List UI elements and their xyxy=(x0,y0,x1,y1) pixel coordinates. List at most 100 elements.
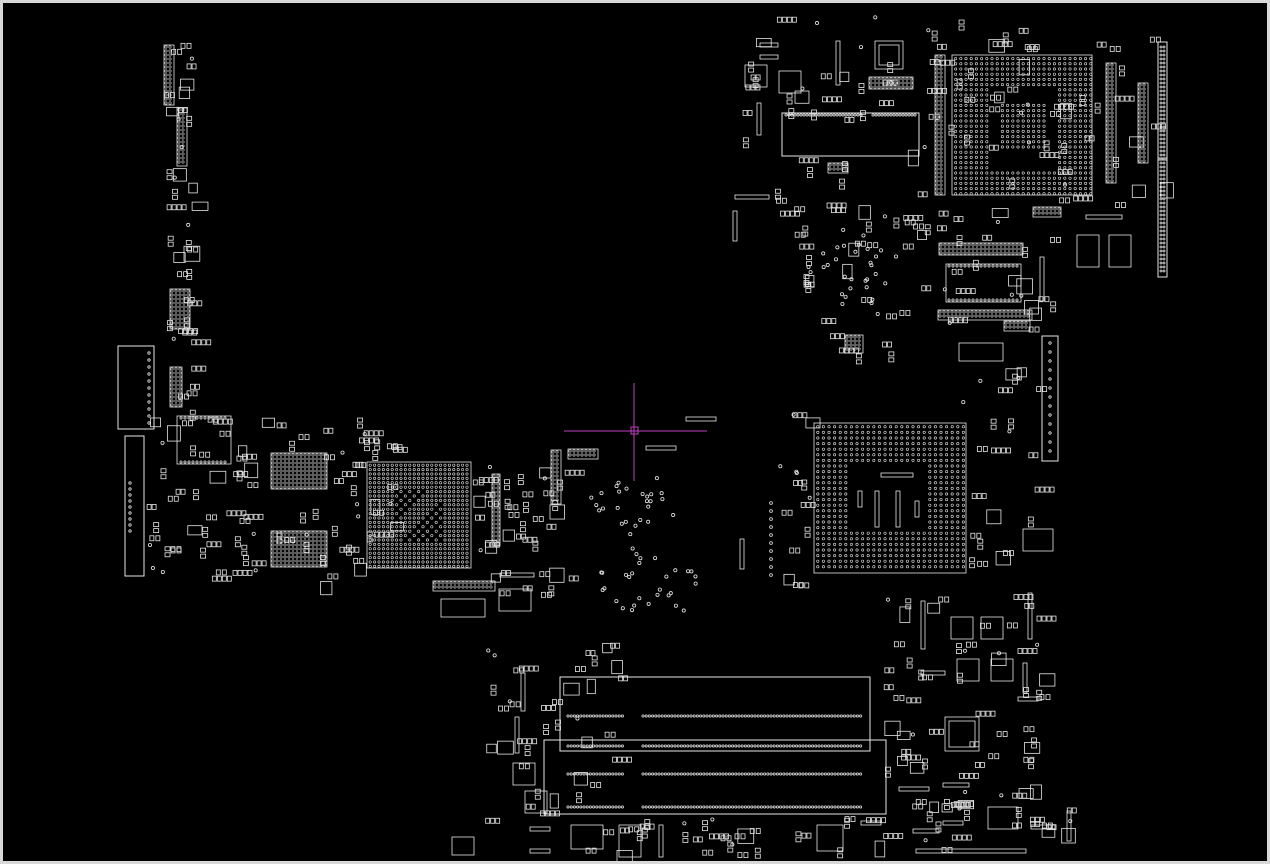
memory-pins xyxy=(804,772,808,776)
smd-array xyxy=(980,762,985,768)
smd-component xyxy=(1015,813,1022,818)
test-via xyxy=(1025,102,1030,107)
connector-pin xyxy=(128,529,132,533)
test-via xyxy=(492,653,497,658)
memory-pins xyxy=(769,714,773,718)
via xyxy=(640,491,645,496)
southbridge-bga-pads xyxy=(368,463,469,568)
memory-pins xyxy=(676,772,680,776)
test-via xyxy=(963,790,968,795)
smd-array xyxy=(501,570,506,576)
memory-pins xyxy=(592,714,596,718)
smd-component xyxy=(552,506,559,511)
top-left-header-pads xyxy=(164,45,172,105)
smd-component xyxy=(1119,71,1125,77)
smd-component xyxy=(956,84,963,90)
via xyxy=(689,569,694,574)
smd-component xyxy=(1044,296,1050,303)
via xyxy=(671,513,676,518)
via xyxy=(693,581,698,586)
ic-left-pins xyxy=(215,460,219,464)
smd-array xyxy=(971,493,977,499)
header-pin xyxy=(1159,105,1163,109)
via xyxy=(686,569,691,574)
memory-pins xyxy=(859,714,863,718)
smd-array xyxy=(903,215,909,221)
memory-pins xyxy=(743,805,747,809)
memory-pins xyxy=(795,805,799,809)
smd-component xyxy=(1023,693,1030,698)
header-pin xyxy=(1159,165,1163,169)
via xyxy=(630,571,635,576)
smd-component xyxy=(918,675,925,681)
smd-component xyxy=(284,537,290,544)
smd-component xyxy=(361,462,367,469)
slot-pins xyxy=(817,113,821,117)
ic-left-pins xyxy=(207,460,211,464)
slot-pins xyxy=(850,113,854,117)
slot-pins xyxy=(820,113,824,117)
smd-component xyxy=(212,514,218,521)
smd-array xyxy=(1007,41,1013,48)
smd-array xyxy=(987,234,993,241)
ic-right-lower xyxy=(950,616,974,640)
smd-array xyxy=(950,59,956,66)
smd-component xyxy=(576,798,582,804)
pin-header-pads xyxy=(492,474,500,546)
pcb-layout-canvas[interactable] xyxy=(3,3,1267,861)
memory-pins xyxy=(855,744,859,748)
header-pin xyxy=(1162,217,1166,221)
smd-array xyxy=(488,477,494,483)
connector-pin xyxy=(1048,431,1052,435)
smd-package xyxy=(172,168,187,182)
smd-array xyxy=(490,817,496,824)
smd-component xyxy=(805,288,812,293)
smd-component xyxy=(557,479,564,485)
smd-component xyxy=(807,173,813,178)
mid-right-connector xyxy=(1041,335,1059,462)
smd-component xyxy=(540,591,546,598)
memory-pins xyxy=(811,744,815,748)
cpu-side-caps xyxy=(1105,62,1117,184)
connector-pin xyxy=(147,414,151,418)
smd-component xyxy=(1027,516,1034,522)
memory-pins xyxy=(585,744,589,748)
slot-pins xyxy=(856,113,860,117)
header-pin xyxy=(1162,53,1166,57)
smd-component xyxy=(170,546,176,553)
smd-array xyxy=(805,502,811,508)
smd-array xyxy=(843,347,849,354)
thin-resistor xyxy=(898,786,930,792)
header-pin xyxy=(1159,161,1163,165)
memory-pins xyxy=(759,805,763,809)
smd-component xyxy=(387,484,393,491)
smd-array xyxy=(928,728,934,735)
memory-pins xyxy=(827,744,831,748)
smd-package xyxy=(991,208,1009,218)
smd-component xyxy=(184,317,190,323)
smd-component xyxy=(899,694,905,701)
smd-array xyxy=(790,210,795,217)
smd-component xyxy=(1029,726,1035,733)
thin-resistor xyxy=(1039,256,1045,302)
smd-component xyxy=(1023,687,1030,692)
smd-package xyxy=(1041,828,1056,838)
via xyxy=(615,505,620,510)
smd-component xyxy=(170,547,176,554)
smd-array xyxy=(943,210,949,217)
memory-pins xyxy=(604,744,608,748)
smd-component xyxy=(149,535,155,542)
smd-array xyxy=(801,832,807,839)
memory-pins xyxy=(686,714,690,718)
smd-array xyxy=(884,667,890,674)
smd-component xyxy=(353,557,359,564)
smd-component xyxy=(532,540,539,546)
smd-array xyxy=(940,59,946,66)
smd-package xyxy=(994,91,1005,104)
smd-array xyxy=(831,318,837,324)
smd-array xyxy=(889,667,895,674)
smd-array xyxy=(719,833,724,840)
smd-component xyxy=(794,231,800,238)
smd-array xyxy=(1023,27,1029,34)
